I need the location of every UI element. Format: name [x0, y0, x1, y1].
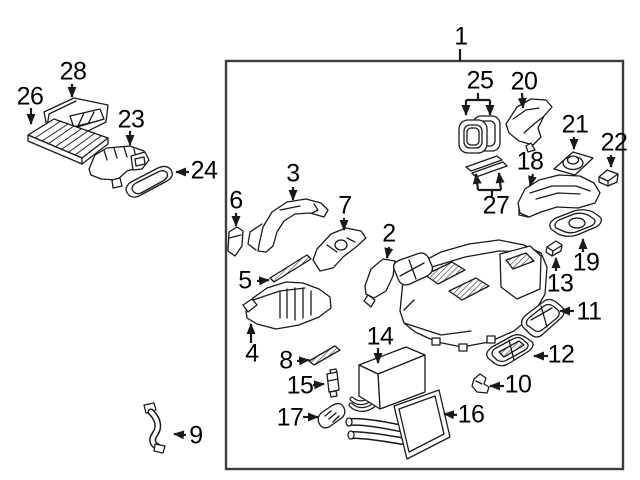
callout-label-16: 16 [457, 400, 485, 429]
callout-label-15: 15 [286, 371, 314, 400]
bracket-25 [461, 93, 495, 116]
callout-label-19: 19 [572, 248, 600, 277]
callout-arrows [26, 49, 616, 440]
callout-label-17: 17 [276, 403, 304, 432]
callout-label-26: 26 [16, 82, 44, 111]
part-2-vent-assembly-art [363, 252, 434, 308]
part-6-bracket-art [227, 226, 244, 257]
part-10-valve-art [471, 373, 490, 394]
part-21-dome-vent-art [553, 151, 594, 176]
main-hvac-case-art [399, 239, 548, 352]
arrow-8 [296, 356, 310, 366]
callout-label-23: 23 [117, 105, 145, 134]
part-20-duct-art [505, 98, 553, 153]
callout-label-2: 2 [382, 219, 396, 248]
callout-label-27: 27 [482, 191, 510, 220]
part-13-clip-art [545, 240, 563, 257]
callout-label-8: 8 [279, 346, 293, 375]
part-24-seal-art [125, 165, 173, 198]
part-22-clip-art [598, 169, 619, 187]
callout-label-11: 11 [576, 297, 602, 326]
arrow-16 [443, 410, 458, 420]
callout-label-4: 4 [245, 339, 259, 368]
part-7-bracket-art [312, 227, 367, 272]
arrow-18 [528, 173, 537, 187]
part-3-bracket-art [247, 198, 329, 253]
callout-label-21: 21 [561, 110, 589, 139]
callout-label-28: 28 [59, 57, 87, 86]
callout-label-25: 25 [466, 66, 494, 95]
part-9-drain-hose-art [143, 402, 166, 454]
part-17-pad-art [317, 402, 346, 429]
part-14-evaporator-art [348, 346, 426, 412]
arrow-15 [312, 380, 325, 390]
arrow-2 [384, 246, 394, 259]
callout-label-22: 22 [600, 128, 628, 157]
part-23-duct-housing-art [88, 145, 150, 189]
arrow-5 [256, 276, 270, 286]
callout-label-7: 7 [338, 191, 352, 220]
part-5-seal-strip-art [269, 254, 312, 283]
bracket-27 [472, 172, 505, 196]
part-12-vent-grille-art [486, 334, 534, 367]
callout-label-20: 20 [510, 67, 538, 96]
callout-label-3: 3 [286, 159, 300, 188]
part-15-actuator-art [326, 368, 340, 398]
part-4-lower-case-art [242, 281, 332, 330]
callout-label-14: 14 [366, 322, 394, 351]
part-16-heater-core-art [345, 389, 451, 460]
callout-label-18: 18 [516, 147, 544, 176]
part-26-filter-art [27, 118, 109, 165]
assembly-boundary-box [224, 59, 625, 471]
callout-label-6: 6 [229, 186, 243, 215]
part-27-strips-art [465, 155, 508, 178]
callout-label-13: 13 [546, 269, 574, 298]
callout-label-9: 9 [189, 421, 203, 450]
part-19-tray-art [549, 209, 602, 237]
callout-label-1: 1 [454, 22, 468, 51]
callout-label-5: 5 [238, 266, 252, 295]
arrow-20 [517, 92, 527, 109]
part-25-bezels-art [458, 115, 501, 154]
part-8-seal-strip-art [308, 345, 341, 366]
part-18-duct-art [517, 174, 601, 218]
callout-label-12: 12 [547, 340, 575, 369]
arrow-9 [173, 430, 187, 440]
callout-label-10: 10 [504, 370, 532, 399]
callout-label-24: 24 [190, 156, 218, 185]
